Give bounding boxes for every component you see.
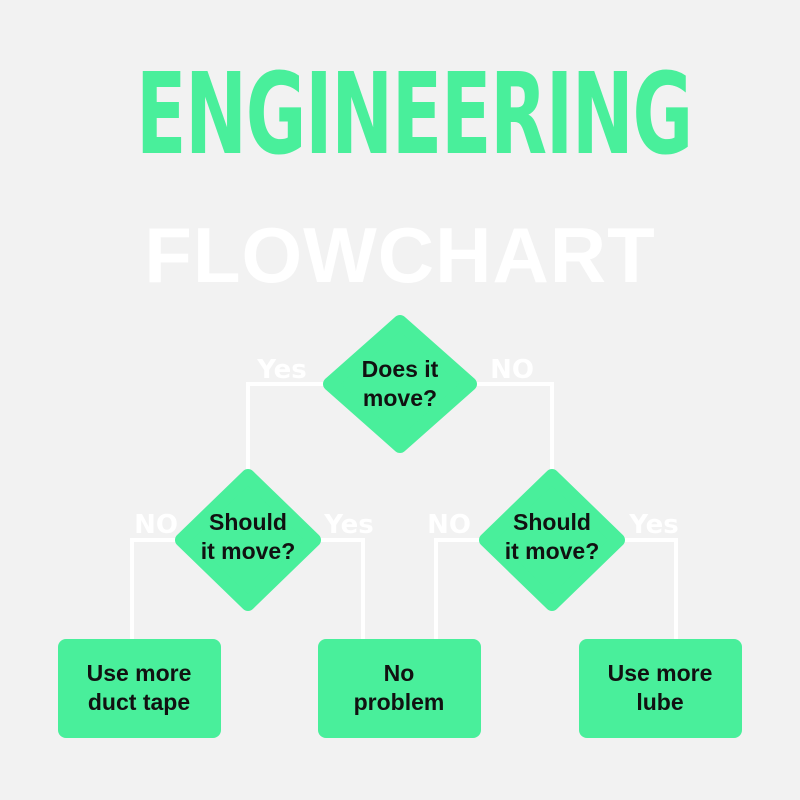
outcome-no-problem: No problem xyxy=(318,639,481,738)
page-subtitle: FLOWCHART xyxy=(144,211,656,299)
edge-label-yes: Yes xyxy=(256,355,307,385)
edge-label-yes: Yes xyxy=(323,510,374,540)
decision-line: it move? xyxy=(505,538,600,564)
decision-line: Does it xyxy=(362,356,439,382)
outcome-line: No xyxy=(384,660,415,686)
outcome-line: duct tape xyxy=(88,689,190,715)
decision-should-it-move-right: Should it move? xyxy=(479,469,625,611)
decision-should-it-move-left: Should it move? xyxy=(175,469,321,611)
edge-label-no: NO xyxy=(490,355,534,385)
decision-line: Should xyxy=(513,509,591,535)
edge-should-left-to-duct-tape xyxy=(130,538,185,640)
edge-should-right-to-no-problem xyxy=(434,538,489,640)
edge-label-no: NO xyxy=(427,510,471,540)
edge-should-right-to-lube xyxy=(615,538,678,640)
edge-label-yes: Yes xyxy=(628,510,679,540)
edge-move-to-should-right xyxy=(465,382,554,470)
outcome-use-more-lube: Use more lube xyxy=(579,639,742,738)
edge-label-no: NO xyxy=(134,510,178,540)
decision-line: it move? xyxy=(201,538,296,564)
outcome-line: Use more xyxy=(608,660,713,686)
decision-line: move? xyxy=(363,385,437,411)
decision-does-it-move: Does it move? xyxy=(323,315,477,453)
outcome-line: Use more xyxy=(87,660,192,686)
outcome-line: lube xyxy=(636,689,683,715)
edge-should-left-to-no-problem xyxy=(311,538,365,640)
page-title: ENGINEERING xyxy=(136,50,693,180)
outcome-line: problem xyxy=(354,689,445,715)
decision-line: Should xyxy=(209,509,287,535)
outcome-use-more-duct-tape: Use more duct tape xyxy=(58,639,221,738)
edge-move-to-should-left xyxy=(246,382,335,470)
